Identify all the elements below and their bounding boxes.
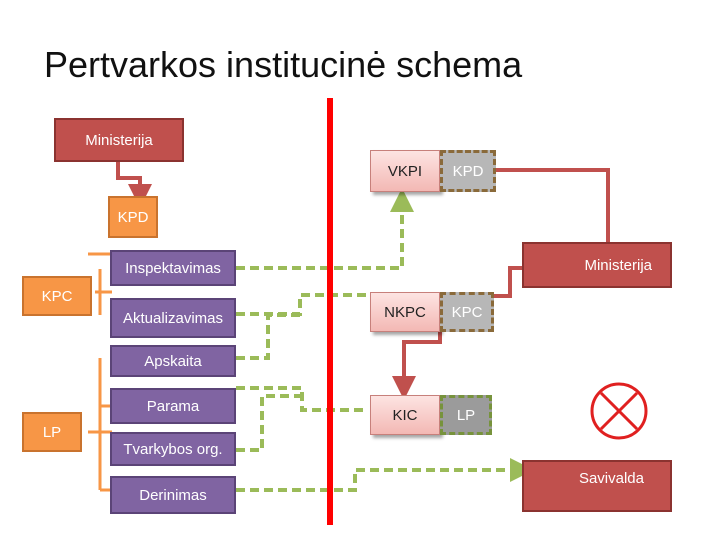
vkpi-box: VKPI [370,150,440,192]
tvarkybos-box: Tvarkybos org. [110,432,236,466]
kic-box: KIC [370,395,440,435]
ministerija-kpc-line [494,266,522,298]
lp-bracket-line [88,358,112,492]
inspektavimas-link [236,188,414,270]
lp-box-right: LP [440,395,492,435]
kpc-bracket-line [88,252,112,315]
ministerija-box-left: Ministerija [54,118,184,162]
kpc-box-left: KPC [22,276,92,316]
apskaita-box: Apskaita [110,345,236,377]
nkpc-box: NKPC [370,292,440,332]
nkpc-kic-arrow [392,332,442,400]
ministerija-box-right: Ministerija [522,242,672,288]
aktualizavimas-link [236,293,370,316]
apskaita-link [236,313,300,360]
kpd-ministerija-line [496,168,610,242]
page-title: Pertvarkos institucinė schema [44,44,523,85]
kpd-box-right: KPD [440,150,496,192]
prohibited-icon [590,382,648,440]
derinimas-box: Derinimas [110,476,236,514]
ministerija-kpd-arrow [116,162,152,208]
aktualizavimas-box: Aktualizavimas [110,298,236,338]
tvarkybos-link [236,394,302,452]
savivalda-box: Savivalda [522,460,672,512]
inspektavimas-box: Inspektavimas [110,250,236,286]
parama-box: Parama [110,388,236,424]
lp-box-left: LP [22,412,82,452]
kpc-box-right: KPC [440,292,494,332]
parama-link [236,386,368,412]
derinimas-link [236,458,534,492]
kpd-box-left: KPD [108,196,158,238]
